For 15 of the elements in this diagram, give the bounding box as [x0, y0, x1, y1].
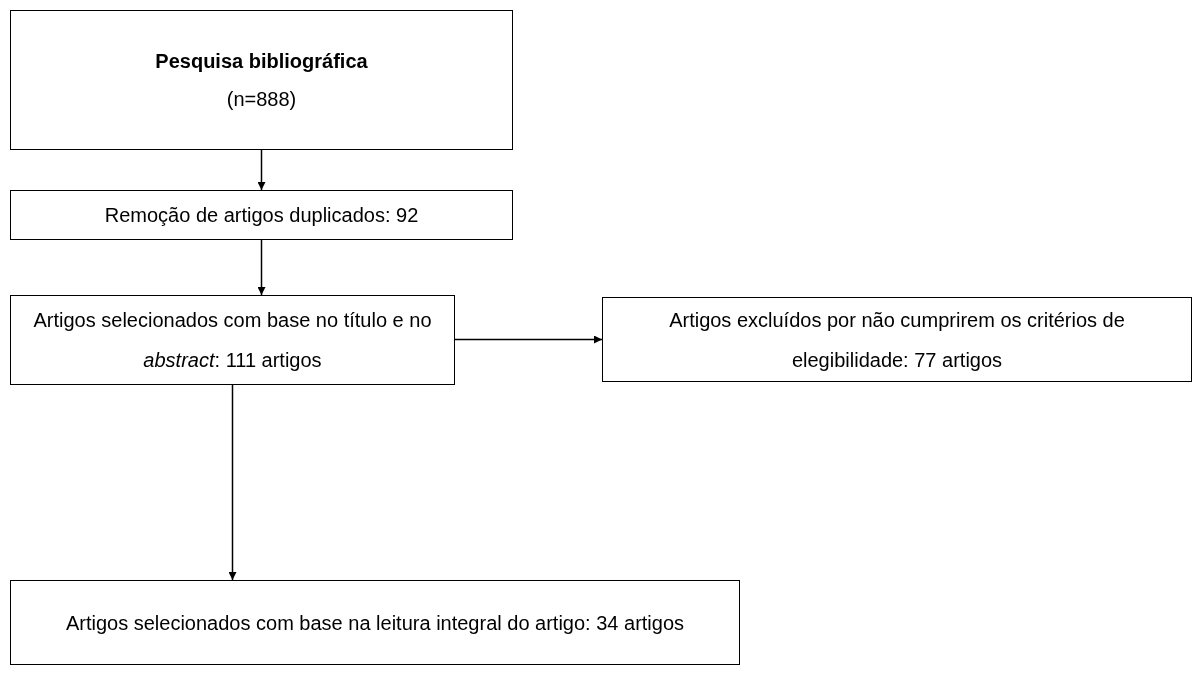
box-text: Artigos selecionados com base no título e no abstract: 111 artigos — [32, 308, 433, 373]
process-box — [10, 190, 513, 240]
box-text: Remoção de artigos duplicados: 92 — [104, 203, 419, 227]
process-box — [602, 297, 1192, 382]
box-text: (n=888) — [226, 87, 297, 111]
box-heading: Pesquisa bibliográfica — [155, 49, 368, 73]
box-text: Artigos excluídos por não cumprirem os critérios de elegibilidade: 77 artigos — [668, 307, 1126, 373]
arrow — [257, 149, 266, 191]
box-text: Artigos selecionados com base na leitura integral do artigo: 34 artigos — [65, 610, 685, 635]
process-box — [10, 295, 455, 385]
arrow — [454, 335, 603, 344]
process-box — [10, 580, 740, 665]
arrow — [228, 384, 237, 581]
process-box — [10, 10, 513, 150]
arrow — [257, 239, 266, 296]
